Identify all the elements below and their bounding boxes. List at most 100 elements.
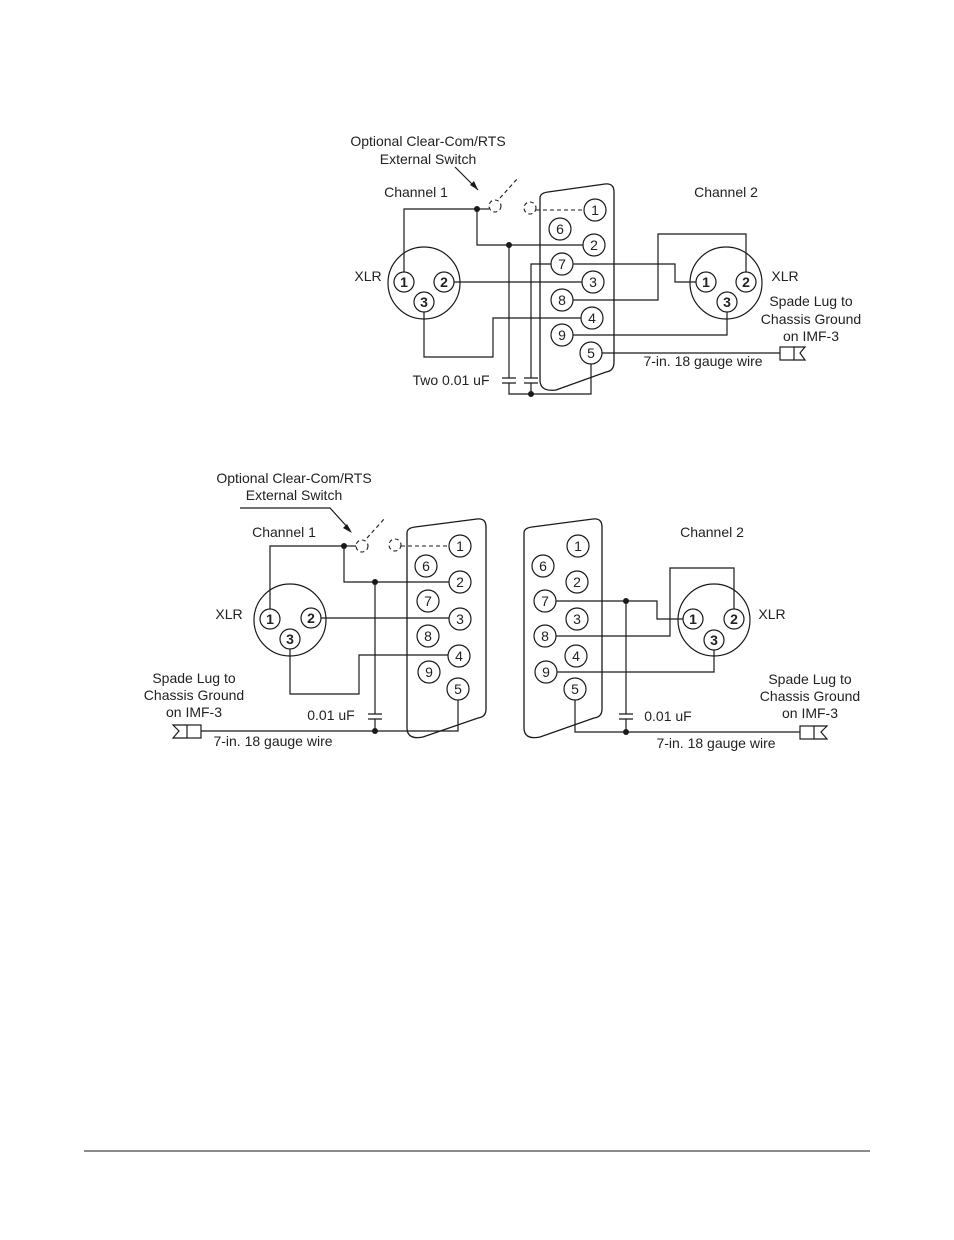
bottom-left-db9-pin-8 xyxy=(416,624,440,648)
bottom-channel2-label: Channel 2 xyxy=(680,524,744,540)
top-cap2-plates xyxy=(524,377,538,384)
bottom-left-db9-pin-2-label: 2 xyxy=(456,574,464,590)
bottom-wire-pin9-xlr3 xyxy=(557,650,715,673)
top-db9-connector xyxy=(539,183,615,391)
top-db9-pin-3-label: 3 xyxy=(589,274,597,290)
bottom-xlr-left-pin-1-label: 1 xyxy=(266,611,274,627)
top-db9-pin-5-label: 5 xyxy=(587,345,595,361)
top-wire-label: 7-in. 18 gauge wire xyxy=(643,353,762,369)
bottom-right-db9-pin-1-label: 1 xyxy=(574,538,582,554)
top-db9-pin-6 xyxy=(548,217,572,241)
bottom-right-ground-wire xyxy=(574,700,800,733)
bottom-right-db9-pin-3-label: 3 xyxy=(573,611,581,627)
top-wire-pin8-xlr2 xyxy=(573,233,747,301)
top-spade-label-line1: Spade Lug to xyxy=(769,293,853,309)
bottom-xlr-left-pin-3-label: 3 xyxy=(286,631,294,647)
bottom-left-wire-label: 7-in. 18 gauge wire xyxy=(213,733,332,749)
bottom-left-db9-pin-8-label: 8 xyxy=(424,628,432,644)
top-xlr-left-pin-2-label: 2 xyxy=(440,274,448,290)
bottom-left-db9-pin-3 xyxy=(448,607,472,631)
top-junction-switch xyxy=(474,206,480,212)
top-junction-cap1 xyxy=(506,242,512,248)
top-wire-pin7-xlr1 xyxy=(573,263,696,283)
bottom-right-db9-pin-3 xyxy=(565,607,589,631)
bottom-right-db9-pins: 1 2 3 4 5 6 7 8 9 xyxy=(531,534,590,701)
bottom-xlr-left-label: XLR xyxy=(215,606,242,622)
bottom-xlr-right-pin-3-label: 3 xyxy=(710,632,718,648)
bottom-left-db9-pin-1 xyxy=(448,534,472,558)
top-db9-pin-8-label: 8 xyxy=(558,292,566,308)
top-wire-cap-ground xyxy=(508,364,592,395)
bottom-xlr-left-pin-2-label: 2 xyxy=(307,610,315,626)
bottom-switch-contact-2 xyxy=(388,538,402,552)
top-db9-pin-4-label: 4 xyxy=(588,310,596,326)
bottom-junction-ground xyxy=(372,728,378,734)
bottom-wire-xlr3-pin4 xyxy=(289,649,448,695)
bottom-switch-blade xyxy=(366,517,386,539)
top-switch-arrowhead xyxy=(470,181,478,190)
top-db9-pins: 1 2 3 4 5 6 7 8 9 xyxy=(548,198,607,365)
bottom-right-db9-pin-8-label: 8 xyxy=(541,628,549,644)
top-switch-label-line2: External Switch xyxy=(380,151,476,167)
bottom-switch-label-line1: Optional Clear-Com/RTS xyxy=(216,470,371,486)
top-xlr-left-pin-1-label: 1 xyxy=(400,274,408,290)
bottom-right-db9-pin-4 xyxy=(564,644,588,668)
bottom-right-db9-pin-1 xyxy=(566,534,590,558)
top-db9-pin-2-label: 2 xyxy=(590,237,598,253)
bottom-wire-pin8-xlr2 xyxy=(556,567,735,637)
bottom-left-spade-label-line3: on IMF-3 xyxy=(166,704,222,720)
top-switch-label-line1: Optional Clear-Com/RTS xyxy=(350,133,505,149)
top-xlr-right-label: XLR xyxy=(771,268,798,284)
bottom-left-spade-label-line2: Chassis Ground xyxy=(144,687,244,703)
bottom-left-db9-pin-7 xyxy=(416,589,440,613)
bottom-left-cap-label: 0.01 uF xyxy=(307,707,354,723)
bottom-diagram: Optional Clear-Com/RTS External Switch C… xyxy=(144,470,860,751)
bottom-right-db9-pin-2 xyxy=(565,570,589,594)
bottom-right-spade-label-line3: on IMF-3 xyxy=(782,705,838,721)
bottom-right-junction-cap xyxy=(623,598,629,604)
bottom-left-db9-pin-9 xyxy=(417,660,441,684)
top-switch-contact-2 xyxy=(523,201,537,215)
top-channel1-label: Channel 1 xyxy=(384,184,448,200)
bottom-switch-label-line2: External Switch xyxy=(246,487,342,503)
bottom-right-wire-label: 7-in. 18 gauge wire xyxy=(656,735,775,751)
top-db9-pin-9-label: 9 xyxy=(558,327,566,343)
bottom-right-db9-pin-4-label: 4 xyxy=(572,648,580,664)
bottom-left-db9-pin-7-label: 7 xyxy=(424,593,432,609)
bottom-right-db9-pin-2-label: 2 xyxy=(573,574,581,590)
top-diagram: Optional Clear-Com/RTS External Switch C… xyxy=(350,133,861,397)
top-cap1-plates xyxy=(502,377,516,384)
bottom-left-db9-pin-3-label: 3 xyxy=(456,611,464,627)
bottom-right-junction-ground xyxy=(623,729,629,735)
bottom-left-wires xyxy=(200,543,459,734)
top-db9-pin-6-label: 6 xyxy=(556,221,564,237)
top-xlr-right-connector xyxy=(689,246,763,320)
top-spade-label-line3: on IMF-3 xyxy=(783,328,839,344)
top-wire-pin7-cap xyxy=(530,263,551,378)
bottom-left-db9-pin-6 xyxy=(414,554,438,578)
top-xlr-right-pin-3-label: 3 xyxy=(723,294,731,310)
bottom-xlr-right-label: XLR xyxy=(758,606,785,622)
top-wires xyxy=(403,206,780,397)
top-xlr-left-label: XLR xyxy=(354,268,381,284)
bottom-right-spade-label-line2: Chassis Ground xyxy=(760,688,860,704)
top-channel2-label: Channel 2 xyxy=(694,184,758,200)
top-switch-contact-1 xyxy=(488,199,502,213)
top-db9-pin-7-label: 7 xyxy=(558,256,566,272)
bottom-left-db9-pin-4 xyxy=(447,644,471,668)
bottom-left-db9-pin-5-label: 5 xyxy=(454,681,462,697)
bottom-left-db9-pin-6-label: 6 xyxy=(422,558,430,574)
bottom-right-db9-pin-6 xyxy=(531,554,555,578)
top-xlr-right-pin-2-label: 2 xyxy=(742,274,750,290)
top-spade-label-line2: Chassis Ground xyxy=(761,311,861,327)
top-junction-ground xyxy=(528,391,534,397)
bottom-left-db9-connector xyxy=(406,518,487,739)
top-switch-blade xyxy=(499,177,519,199)
bottom-xlr-right-pin-2-label: 2 xyxy=(730,611,738,627)
top-db9-pin-1-label: 1 xyxy=(591,202,599,218)
bottom-left-db9-pins: 1 2 3 4 5 6 7 8 9 xyxy=(414,534,472,701)
bottom-switch-arrowhead xyxy=(343,524,352,533)
bottom-switch-contact-1 xyxy=(355,539,369,553)
top-wire-pin9-xlr3 xyxy=(573,312,728,336)
